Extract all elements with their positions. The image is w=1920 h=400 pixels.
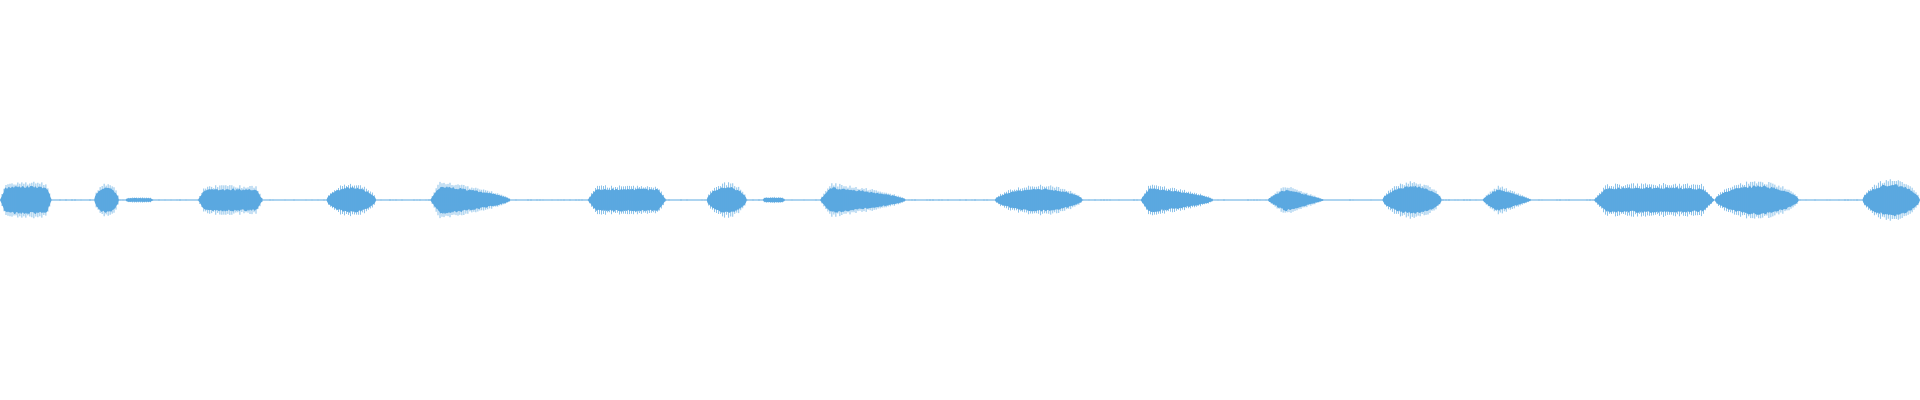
waveform-burst [326, 183, 377, 217]
waveform-burst [1482, 185, 1533, 215]
waveform-burst [1140, 184, 1214, 216]
waveform-burst [994, 184, 1083, 216]
waveform-burst [1714, 181, 1799, 219]
waveform-burst [762, 196, 786, 204]
waveform-burst [124, 197, 154, 203]
waveform-burst [1593, 183, 1715, 217]
waveform-burst [1382, 181, 1442, 219]
waveform-bursts [0, 179, 1920, 221]
waveform-burst [94, 183, 119, 217]
waveform-burst [0, 181, 52, 219]
waveform-burst [819, 183, 907, 217]
waveform-burst [197, 185, 263, 215]
waveform-burst [706, 182, 747, 218]
waveform-burst [1862, 179, 1920, 221]
waveform-burst [587, 185, 667, 215]
waveform-burst [430, 181, 511, 219]
waveform-burst [1267, 187, 1325, 213]
